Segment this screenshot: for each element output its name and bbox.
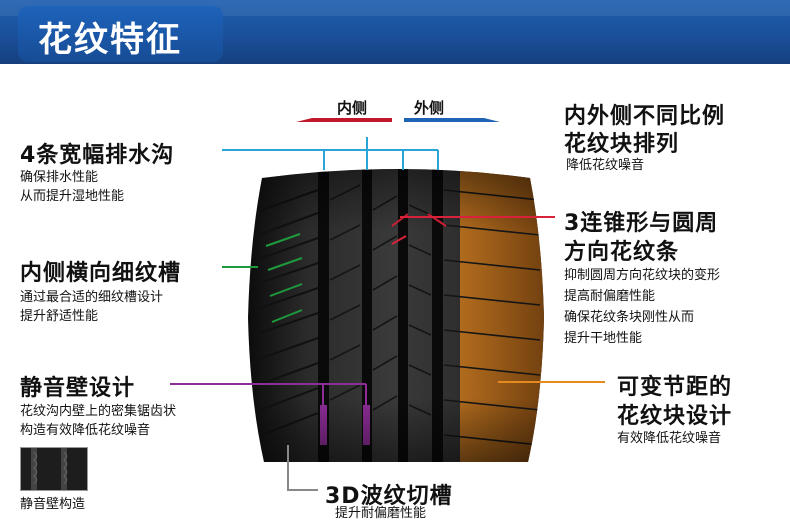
inner-label: 内侧 (337, 99, 368, 117)
swatch-caption: 静音壁构造 (20, 497, 86, 512)
drain-line-1: 确保排水性能 (20, 170, 99, 185)
pitch-line-1: 有效降低花纹噪音 (617, 431, 722, 446)
lateral-line-2: 提升舒适性能 (20, 309, 99, 324)
drain-callout-line (222, 137, 439, 170)
cone-title-2: 方向花纹条 (564, 240, 680, 265)
inout-title-2: 花纹块排列 (564, 132, 680, 157)
sipe-line-1: 提升耐偏磨性能 (335, 506, 427, 521)
pitch-title-1: 可变节距的 (617, 375, 733, 400)
silent-callout-line (170, 383, 367, 405)
outer-arrow-icon (404, 118, 500, 122)
cone-title-1: 3连锥形与圆周 (564, 211, 719, 236)
drain-line-2: 从而提升湿地性能 (20, 189, 125, 204)
drain-title: 4条宽幅排水沟 (20, 143, 175, 168)
outer-label: 外侧 (414, 99, 445, 117)
inner-arrow-icon (296, 118, 392, 122)
silent-line-2: 构造有效降低花纹噪音 (20, 423, 151, 438)
silent-wall-swatch (20, 447, 88, 491)
sipe-title: 3D波纹切槽 (325, 484, 453, 509)
silent-line-1: 花纹沟内壁上的密集锯齿状 (20, 404, 177, 419)
inout-title-1: 内外侧不同比例 (564, 104, 726, 129)
cone-line-2: 提高耐偏磨性能 (564, 289, 656, 304)
lateral-line-1: 通过最合适的细纹槽设计 (20, 290, 164, 305)
silent-title: 静音壁设计 (20, 376, 136, 401)
header-banner: 花纹特征 (0, 0, 790, 64)
lateral-title: 内侧横向细纹槽 (20, 261, 182, 286)
banner-tab (18, 6, 223, 62)
sipe-callout-line (287, 445, 318, 491)
inout-line-1: 降低花纹噪音 (566, 158, 645, 173)
cone-line-1: 抑制圆周方向花纹块的变形 (564, 268, 721, 283)
cone-line-3: 确保花纹条块刚性从而 (564, 310, 695, 325)
page-title: 花纹特征 (38, 20, 182, 60)
cone-line-4: 提升干地性能 (564, 331, 643, 346)
pitch-title-2: 花纹块设计 (617, 404, 733, 429)
